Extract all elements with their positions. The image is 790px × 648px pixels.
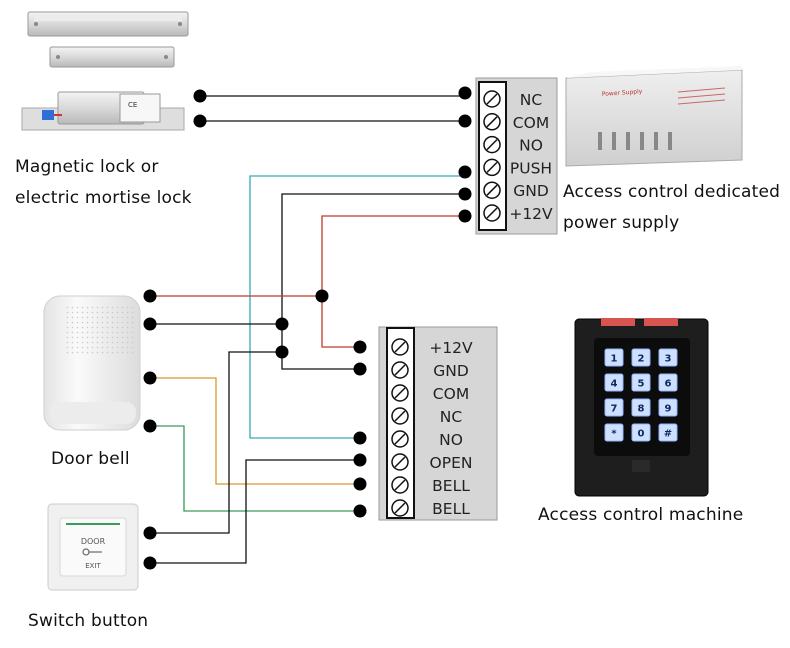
power-terminal-block: NC COM NO PUSH GND +12V bbox=[475, 77, 558, 235]
keypad-key: 9 bbox=[658, 398, 678, 417]
keypad-key: * bbox=[604, 423, 624, 442]
controller-terminal-label: GND bbox=[433, 362, 469, 380]
controller-terminal-label: NO bbox=[439, 431, 463, 449]
power-terminal-label: +12V bbox=[509, 205, 553, 223]
lock-caption-line2: electric mortise lock bbox=[15, 188, 192, 208]
controller-terminal-block: +12V GND COM NC NO OPEN BELL BELL bbox=[378, 326, 498, 521]
power-screw-3 bbox=[483, 158, 501, 177]
magnetic-lock-icon bbox=[27, 11, 189, 68]
keypad-key: 6 bbox=[658, 373, 678, 392]
controller-terminal-label: OPEN bbox=[430, 454, 473, 472]
controller-screw-0 bbox=[391, 338, 409, 356]
keypad-key-label: 1 bbox=[611, 354, 618, 365]
keypad-key: 8 bbox=[631, 398, 651, 417]
keypad-key: 3 bbox=[658, 348, 678, 367]
controller-screw-1 bbox=[391, 361, 409, 379]
wire-bell-orange bbox=[150, 377, 360, 485]
power-terminal-label: COM bbox=[513, 114, 549, 132]
keypad-key-label: 3 bbox=[665, 354, 672, 365]
keypad-key-label: 0 bbox=[638, 429, 645, 440]
wires bbox=[150, 95, 465, 564]
keypad-key-label: * bbox=[611, 429, 617, 440]
mortise-lock-icon: CE bbox=[21, 91, 185, 131]
power-caption-line1: Access control dedicated bbox=[563, 182, 781, 202]
keypad-key-label: 7 bbox=[611, 404, 618, 415]
controller-screw-3 bbox=[391, 407, 409, 425]
keypad-key-label: 2 bbox=[638, 354, 645, 365]
door-bell-icon bbox=[43, 295, 141, 431]
keypad-key: 2 bbox=[631, 348, 651, 367]
power-terminal-label: NO bbox=[519, 137, 543, 155]
keypad-key-label: 9 bbox=[665, 404, 672, 415]
controller-terminal-label: COM bbox=[433, 385, 469, 403]
controller-terminal-label: NC bbox=[440, 408, 462, 426]
power-terminal-label: PUSH bbox=[510, 159, 552, 177]
controller-terminal-label: BELL bbox=[432, 500, 470, 518]
controller-terminal-label: BELL bbox=[432, 477, 470, 495]
connection-dots bbox=[143, 86, 472, 570]
exit-button-top-text: DOOR bbox=[81, 537, 106, 546]
keypad-key: 5 bbox=[631, 373, 651, 392]
power-terminal-label: GND bbox=[513, 182, 549, 200]
power-terminal-label: NC bbox=[520, 91, 542, 109]
keypad-key-grid: 1 2 3 4 5 6 7 8 9 * 0 # bbox=[604, 348, 678, 442]
keypad-key: 4 bbox=[604, 373, 624, 392]
wire-gnd-to-gnd bbox=[281, 193, 465, 370]
controller-screw-5 bbox=[391, 453, 409, 471]
power-screw-5 bbox=[483, 204, 501, 222]
power-screw-0 bbox=[483, 90, 501, 108]
controller-screw-4 bbox=[391, 430, 409, 448]
access-control-keypad-icon: 1 2 3 4 5 6 7 8 9 * 0 # bbox=[574, 318, 709, 497]
power-supply-caption: Access control dedicated power supply bbox=[563, 177, 780, 239]
controller-screw-6 bbox=[391, 476, 409, 494]
exit-button-bottom-text: EXIT bbox=[85, 562, 101, 570]
psu-brand-text: Power Supply bbox=[602, 88, 643, 98]
wire-12v-to-12v bbox=[321, 215, 465, 348]
lock-caption-line1: Magnetic lock or bbox=[15, 157, 159, 177]
wire-bell-green bbox=[150, 425, 360, 512]
power-caption-line2: power supply bbox=[563, 213, 680, 233]
lock-mark-text: CE bbox=[128, 101, 137, 109]
wire-switch-open bbox=[150, 459, 360, 564]
door-bell-caption: Door bell bbox=[51, 449, 130, 469]
exit-button-icon: DOOR EXIT bbox=[47, 503, 139, 591]
keypad-key-label: # bbox=[664, 429, 672, 440]
wire-switch-com bbox=[150, 351, 282, 534]
lock-caption: Magnetic lock or electric mortise lock bbox=[15, 152, 192, 214]
keypad-key-label: 6 bbox=[665, 379, 672, 390]
wire-push-to-no bbox=[249, 175, 465, 439]
controller-terminal-label: +12V bbox=[429, 339, 473, 357]
controller-screw-2 bbox=[391, 384, 409, 402]
keypad-key-label: 4 bbox=[611, 379, 618, 390]
power-screw-1 bbox=[483, 113, 501, 131]
keypad-key: # bbox=[658, 423, 678, 442]
keypad-key: 0 bbox=[631, 423, 651, 442]
power-supply-icon: Power Supply bbox=[565, 66, 743, 167]
controller-screw-7 bbox=[391, 499, 409, 517]
keypad-key-label: 5 bbox=[638, 379, 645, 390]
power-screw-4 bbox=[483, 181, 501, 199]
keypad-key: 7 bbox=[604, 398, 624, 417]
keypad-key: 1 bbox=[604, 348, 624, 367]
power-screw-2 bbox=[483, 135, 501, 154]
switch-button-caption: Switch button bbox=[28, 611, 149, 631]
access-machine-caption: Access control machine bbox=[538, 505, 744, 525]
keypad-key-label: 8 bbox=[638, 404, 645, 415]
